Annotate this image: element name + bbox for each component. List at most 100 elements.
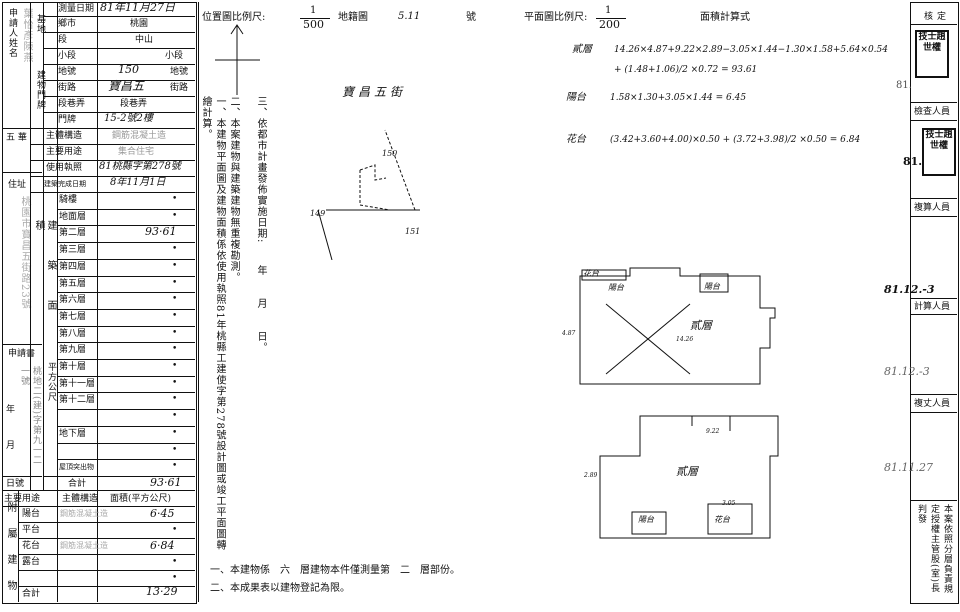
floor-row-line <box>57 308 195 310</box>
door-label: 門牌 <box>58 115 77 125</box>
owner-address-label: 住址 <box>8 180 27 190</box>
permit-label: 使用執照 <box>46 163 83 173</box>
floor-row-value: • <box>172 327 178 338</box>
building-label: 建物門牌 <box>35 70 45 110</box>
annex-total-label: 合計 <box>22 589 41 599</box>
note-1: 一、本建物平面圖及建物面積係依使用執照81年桃縣工建使字第278號設計圖或竣工平… <box>200 96 225 551</box>
floor-row-name: 第四層 <box>59 261 87 272</box>
floor-row-value: 93·61 <box>145 225 177 239</box>
main-use-label: 主要用途 <box>46 147 83 157</box>
plan-scale-den: 200 <box>599 18 620 31</box>
plan-balcony-label: 陽台 <box>608 283 624 292</box>
floor-row-name: 第六層 <box>59 295 87 306</box>
floor-row-line <box>57 392 195 394</box>
floor-row-name: 騎樓 <box>59 195 78 205</box>
floor-row-value: • <box>172 394 178 405</box>
owner-col-label: 五 華 <box>6 133 27 143</box>
street-label: 街路 <box>58 83 77 93</box>
calc-label-2: 陽台 <box>566 92 586 103</box>
annex-use: 花台 <box>22 541 41 551</box>
floor-row-value: • <box>172 461 178 472</box>
plan-scale-num: 1 <box>605 5 612 16</box>
floor-row-value: • <box>172 377 178 388</box>
annex-area: 6·45 <box>150 507 175 520</box>
base-label: 基地 <box>35 14 45 34</box>
floor-row-name: 第八層 <box>59 328 87 339</box>
plan-dim-922: 9.22 <box>706 428 720 435</box>
annex-row-line <box>18 554 195 555</box>
structure-label: 主體構造 <box>46 131 83 141</box>
lot-suffix: 地號 <box>170 67 189 77</box>
annex-use: 平台 <box>22 525 41 535</box>
annex-row-line <box>18 538 195 539</box>
map-lot-150: 150 <box>382 149 398 158</box>
location-map-drawing <box>215 24 420 260</box>
right-panel <box>910 2 959 604</box>
county-label: 鄉市 <box>58 19 77 29</box>
surveyor-date: 81.11.27 <box>884 461 933 474</box>
map-lot-149: 149 <box>310 209 326 218</box>
annex-row-line <box>18 570 195 571</box>
annex-header-area: 面積(平方公尺) <box>110 494 172 504</box>
bottom-note-1: 一、本建物係 六 層建物本件僅測量第 二 層部份。 <box>210 565 460 576</box>
floor-row-line <box>57 242 195 244</box>
floor-row-line <box>57 459 195 461</box>
annex-struct: 鋼筋混凝土造 <box>60 541 108 550</box>
plan-dim-289: 2.89 <box>584 472 598 479</box>
floor-row-name: 第十二層 <box>59 395 96 406</box>
floor-row-value: • <box>172 361 178 372</box>
approval-stamp-1: 技士趙世權 <box>915 30 949 78</box>
floor-row-line <box>57 409 195 411</box>
section-label: 段 <box>58 35 68 45</box>
structure-value: 鋼筋混凝土造 <box>112 131 167 141</box>
annex-area: • <box>172 573 178 583</box>
floor-row-line <box>57 425 195 427</box>
floor-row-name: 地面層 <box>59 211 87 222</box>
approval-date-2: 81. <box>903 155 923 168</box>
total-value: 93·61 <box>150 476 182 489</box>
floor-row-line <box>57 275 195 277</box>
plan-scale-label: 平面圖比例尺: <box>524 12 588 23</box>
street-suffix: 街路 <box>170 83 189 93</box>
floor-row-line <box>57 342 195 344</box>
subsection-label: 小段 <box>58 51 77 61</box>
inspector-stamp: 技士趙世權 <box>922 128 956 176</box>
floor-row-name: 第九層 <box>59 345 87 356</box>
floor-row-value: • <box>172 310 178 321</box>
annex-header-struct: 主體構造 <box>62 494 99 504</box>
floor-row-line <box>57 325 195 327</box>
annex-area: • <box>172 557 178 567</box>
plan-dim-1426: 14.26 <box>676 336 694 343</box>
annex-header-use: 主要用途 <box>4 494 41 504</box>
section-value: 中山 <box>135 35 154 45</box>
floor-row-value: • <box>172 444 178 455</box>
annex-area: 6·84 <box>150 539 175 552</box>
floor-row-name: 第十一層 <box>59 378 96 389</box>
street-value: 寶昌五 <box>108 79 145 93</box>
sheet-suffix: 號 <box>466 12 476 23</box>
floor-row-value: • <box>172 427 178 438</box>
reviewer-label: 複算人員 <box>914 203 951 213</box>
delegation-note: 本案依照分層負責規定授權主管股(室)長判發 <box>916 504 952 594</box>
floor-row-value: • <box>172 244 178 255</box>
lot-label: 地號 <box>58 67 77 77</box>
lane-label: 段巷弄 <box>58 99 86 109</box>
door-value: 15-2號2樓 <box>104 113 153 124</box>
calc-formula-2: 1.58×1.30+3.05×1.44 = 6.45 <box>610 93 747 103</box>
floor-row-name: 第二層 <box>59 228 87 239</box>
floor-row-value: • <box>172 344 178 355</box>
note-2: 二、本案建物與建築建物無重複勘測。 <box>228 96 239 283</box>
plan-floor-label-1: 貳層 <box>690 319 712 332</box>
county-value: 桃園 <box>130 19 149 29</box>
area-calc-label: 面積計算式 <box>700 12 750 23</box>
floor-row-line <box>57 292 195 294</box>
cadastral-map-label: 地籍圖 <box>338 12 368 23</box>
sheet-value: 5.11 <box>398 11 421 22</box>
floor-row-value: • <box>172 210 178 221</box>
application-faded: 桃地二(建)字第九一二一號 <box>19 366 41 466</box>
annex-use: 陽台 <box>22 509 41 519</box>
annex-use: 露台 <box>22 557 41 567</box>
floor-row-line <box>57 208 195 210</box>
applicant-label: 申請人姓名 <box>7 8 17 58</box>
area-group-label: 建築面積 <box>33 220 56 340</box>
